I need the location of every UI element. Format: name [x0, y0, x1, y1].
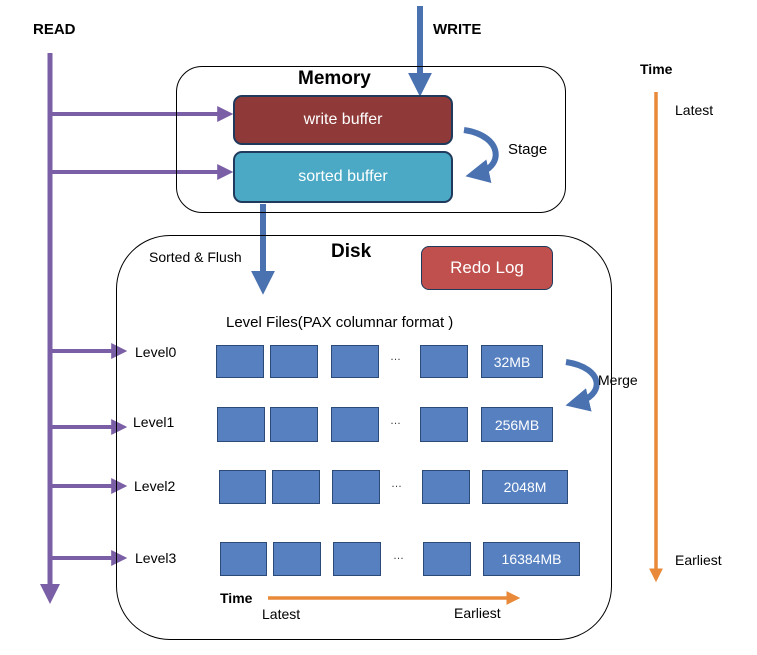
level0-size-box: 32MB	[481, 345, 543, 378]
level1-label: Level1	[133, 414, 175, 430]
level2-file-block	[332, 470, 380, 504]
bottom-time-label: Time	[220, 590, 253, 606]
level2-size-box: 2048M	[482, 470, 568, 504]
disk-box	[116, 235, 612, 640]
level1-size-box: 256MB	[481, 407, 553, 442]
level1-file-block	[331, 407, 379, 442]
bottom-time-earliest: Earliest	[454, 605, 501, 621]
level3-size-box: 16384MB	[483, 542, 580, 576]
time-axis-earliest: Earliest	[675, 552, 722, 568]
merge-arrow	[565, 359, 600, 412]
merge-label: Merge	[598, 372, 638, 388]
redo-log-label: Redo Log	[450, 258, 524, 277]
stage-arrow	[463, 127, 499, 183]
level0-file-block	[331, 345, 379, 378]
level2-file-block	[272, 470, 320, 504]
level0-label: Level0	[135, 344, 177, 360]
level1-file-block	[270, 407, 318, 442]
memory-title: Memory	[298, 68, 371, 89]
sorted-buffer-label: sorted buffer	[298, 168, 388, 185]
level3-label: Level3	[135, 550, 177, 566]
level2-size: 2048M	[503, 479, 547, 495]
level2-label: Level2	[134, 478, 176, 494]
level3-file-block	[423, 542, 471, 576]
level0-file-block	[216, 345, 264, 378]
level2-file-block	[219, 470, 266, 504]
level3-ellipsis: …	[393, 550, 404, 562]
disk-title: Disk	[331, 241, 372, 262]
level0-file-block	[270, 345, 318, 378]
level2-file-block	[422, 470, 470, 504]
sorted-buffer-box: sorted buffer	[233, 151, 453, 203]
bottom-time-latest: Latest	[262, 606, 301, 622]
write-buffer-box: write buffer	[233, 95, 453, 145]
level1-ellipsis: …	[390, 415, 401, 427]
level2-ellipsis: …	[391, 478, 402, 490]
level1-file-block	[217, 407, 265, 442]
time-axis-label: Time	[640, 61, 673, 77]
write-buffer-label: write buffer	[303, 111, 383, 128]
level1-size: 256MB	[494, 416, 540, 433]
level-files-title: Level Files(PAX columnar format )	[226, 314, 454, 331]
write-label: WRITE	[433, 21, 482, 38]
level0-ellipsis: …	[390, 351, 401, 363]
level0-size: 32MB	[493, 353, 531, 370]
level0-file-block	[420, 345, 468, 378]
sorted-flush-label: Sorted & Flush	[149, 249, 242, 265]
level3-file-block	[333, 542, 381, 576]
level3-size: 16384MB	[501, 551, 562, 567]
redo-log-box: Redo Log	[421, 246, 553, 290]
read-label: READ	[33, 21, 76, 38]
level3-file-block	[220, 542, 267, 576]
memory-box	[176, 66, 566, 213]
level1-file-block	[420, 407, 468, 442]
time-axis-latest: Latest	[675, 102, 714, 118]
level3-file-block	[273, 542, 321, 576]
stage-label: Stage	[508, 141, 548, 158]
